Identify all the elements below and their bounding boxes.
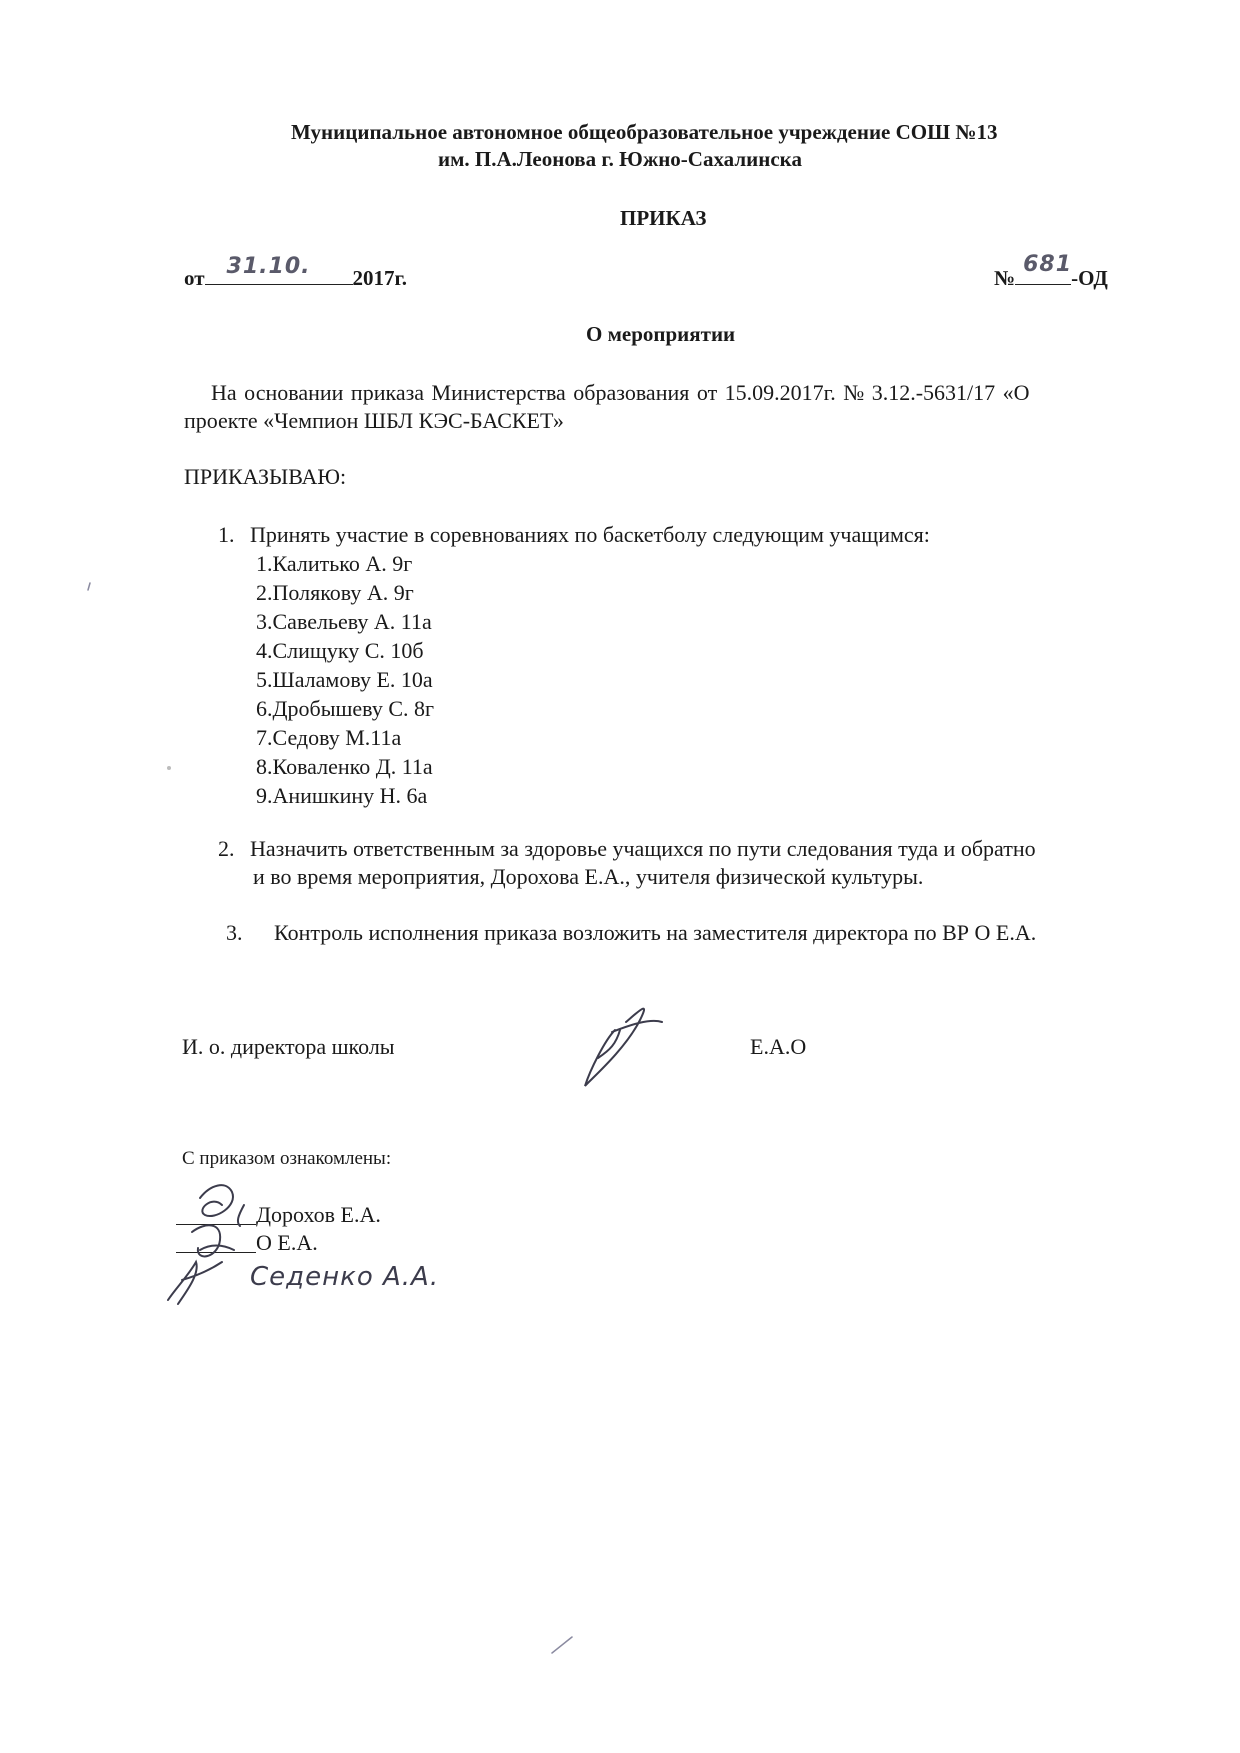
acquainted-name-1: Дорохов Е.А.: [256, 1202, 381, 1227]
signature-name: Е.А.О: [750, 1034, 807, 1059]
basis-line-1: На основании приказа Министерства образо…: [211, 380, 1030, 405]
student-item: 9.Анишкину Н. 6а: [256, 783, 428, 808]
student-list: 1.Калитько А. 9г 2.Полякову А. 9г 3.Саве…: [256, 549, 434, 810]
number-blank: 681: [1015, 252, 1072, 285]
student-item: 5.Шаламову Е. 10а: [256, 667, 433, 692]
student-item: 4.Слищуку С. 10б: [256, 638, 424, 663]
header-line-1: Муниципальное автономное общеобразовател…: [291, 120, 998, 144]
order-subject: О мероприятии: [586, 322, 736, 346]
date-blank: 31.10.: [204, 254, 353, 285]
acquainted-signatures: [167, 1184, 245, 1305]
number-prefix: №: [994, 266, 1016, 290]
item-1: 1. Принять участие в соревнованиях по бас…: [218, 522, 930, 548]
handwritten-number: 681: [1023, 252, 1073, 277]
handwritten-acquainted-name: Седенко А.А.: [250, 1262, 440, 1292]
item-2-number: 2.: [218, 836, 235, 861]
item-3-text: Контроль исполнения приказа возложить на…: [274, 920, 1037, 945]
document-title: ПРИКАЗ: [620, 206, 707, 230]
item-3: 3. Контроль исполнения приказа возложить …: [226, 920, 1036, 946]
director-signature: [584, 1007, 663, 1087]
student-item: 1.Калитько А. 9г: [256, 551, 413, 576]
basis-line-2: проекте «Чемпион ШБЛ КЭС-БАСКЕТ»: [184, 408, 564, 433]
acquainted-line-1: [176, 1224, 256, 1225]
item-2: 2. Назначить ответственным за здоровье уч…: [218, 836, 1036, 862]
item-2-line-1: Назначить ответственным за здоровье учащ…: [250, 836, 1036, 861]
student-item: 8.Коваленко Д. 11а: [256, 754, 433, 779]
acquainted-line-2: [176, 1252, 256, 1253]
item-1-text: Принять участие в соревнованиях по баске…: [250, 522, 930, 547]
student-item: 6.Дробышеву С. 8г: [256, 696, 435, 721]
student-item: 3.Савельеву А. 11а: [256, 609, 432, 634]
student-item: 7.Седову М.11а: [256, 725, 402, 750]
acquainted-name-2: О Е.А.: [256, 1230, 318, 1255]
number-line: № 681-ОД: [994, 252, 1108, 291]
date-prefix: от: [184, 266, 205, 290]
student-item: 2.Полякову А. 9г: [256, 580, 414, 605]
date-suffix: 2017г.: [352, 266, 407, 290]
item-2-line-2: и во время мероприятия, Дорохова Е.А., у…: [253, 864, 924, 889]
date-line: от 31.10. 2017г.: [184, 254, 407, 291]
order-word: ПРИКАЗЫВАЮ:: [184, 464, 347, 489]
item-3-number: 3.: [226, 920, 243, 945]
acquainted-label: С приказом ознакомлены:: [182, 1148, 392, 1169]
item-1-number: 1.: [218, 522, 235, 547]
number-suffix: -ОД: [1071, 266, 1108, 290]
handwritten-date: 31.10.: [226, 254, 311, 279]
header-line-2: им. П.А.Леонова г. Южно-Сахалинска: [438, 147, 802, 171]
signature-position: И. о. директора школы: [182, 1034, 395, 1059]
